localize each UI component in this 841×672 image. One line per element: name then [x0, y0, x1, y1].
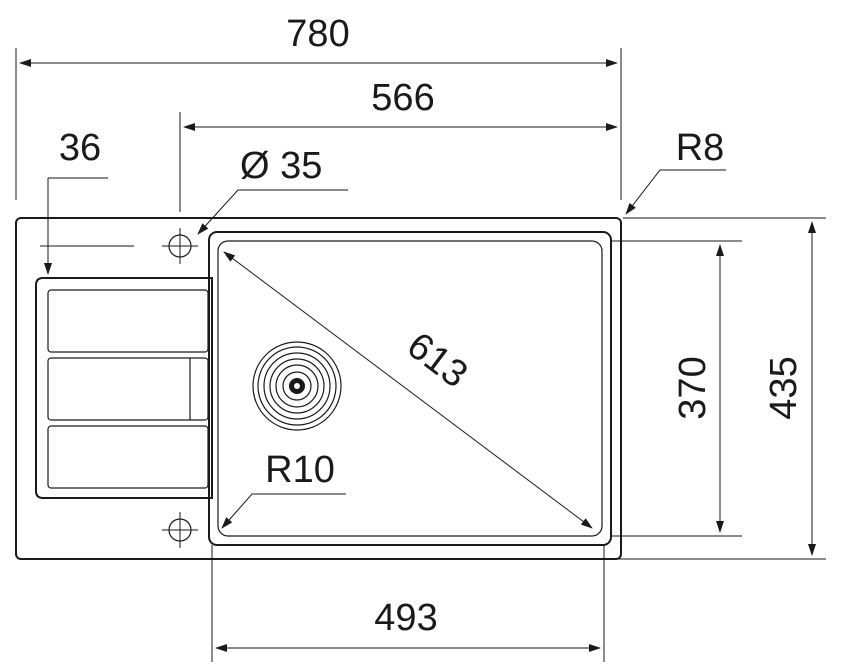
bowl-outer-edge [208, 231, 612, 546]
drainer-board [35, 277, 213, 499]
dim-line-bowl-diagonal [223, 251, 593, 529]
label-tap-hole-diameter: Ø 35 [240, 145, 322, 187]
drainer-outline [35, 277, 213, 499]
tap-hole-bottom-icon [162, 512, 198, 548]
leader-corner-radius [625, 169, 726, 215]
sink-outer-edge [15, 217, 622, 560]
drainer-rib-bottom [47, 425, 209, 489]
label-bowl-height: 370 [672, 356, 714, 419]
label-overall-width: 780 [286, 13, 349, 55]
drain-strainer-icon [252, 341, 342, 431]
label-tap-hole-offset: 36 [59, 127, 101, 169]
bowl-inner-edge [217, 240, 603, 537]
sink-outline [15, 217, 622, 560]
leader-tap-diameter [197, 189, 348, 235]
drainer-rib-top [47, 289, 209, 353]
drainer-rib-middle [47, 357, 209, 421]
label-bowl-corner-radius: R10 [265, 449, 335, 491]
dimension-lines [19, 59, 816, 652]
label-corner-radius: R8 [676, 127, 725, 169]
label-bowl-offset-width: 566 [371, 77, 434, 119]
label-bowl-width: 493 [374, 597, 437, 639]
label-overall-height: 435 [763, 356, 805, 419]
tap-hole-top-icon [162, 228, 198, 264]
leader-bowl-radius [221, 493, 346, 529]
label-bowl-diagonal: 613 [399, 325, 475, 397]
